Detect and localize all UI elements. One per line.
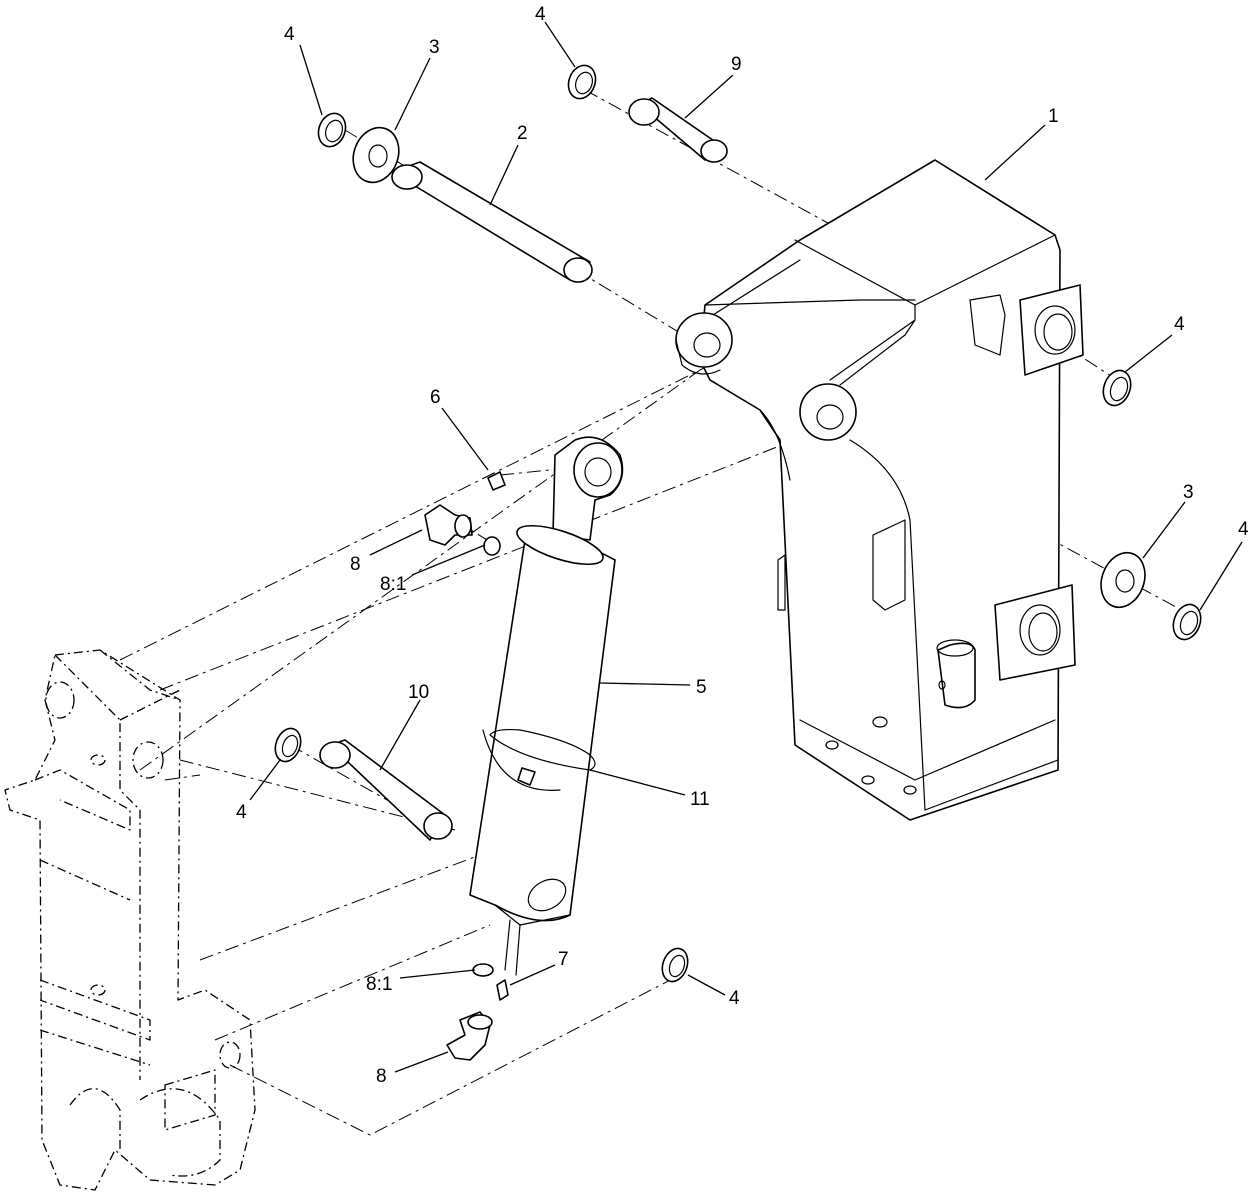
main-bracket-part-1	[675, 159, 1084, 821]
callout-10: 10	[408, 682, 429, 703]
o-ring-part-8-1-upper	[483, 536, 501, 556]
callout-2: 2	[517, 123, 528, 144]
callout-5: 5	[696, 677, 707, 698]
elbow-fitting-part-8-lower	[446, 1011, 493, 1061]
retaining-rings-part-4	[274, 64, 1202, 983]
callout-9: 9	[731, 54, 742, 75]
callout-labels: 4 3 2 4 9 1 4 6 8 8:1 3 4 10 5 4 11 7 8:…	[236, 4, 1249, 1087]
hydraulic-cylinder-part-5	[469, 436, 624, 976]
callout-8: 8	[376, 1066, 387, 1087]
callout-8-1: 8:1	[366, 974, 392, 995]
pin-part-2	[391, 161, 593, 283]
callout-3: 3	[1183, 482, 1194, 503]
elbow-fitting-part-8-upper	[424, 504, 473, 546]
pin-part-10	[319, 739, 453, 841]
washers-part-3	[352, 126, 1146, 609]
callout-11: 11	[690, 789, 710, 810]
callout-3: 3	[429, 37, 440, 58]
callout-4: 4	[1238, 519, 1249, 540]
grease-fitting-part-7	[496, 979, 509, 1001]
callout-7: 7	[558, 949, 569, 970]
callout-4: 4	[729, 988, 740, 1009]
callout-4: 4	[535, 4, 546, 25]
pin-part-9	[628, 97, 728, 163]
ghost-frame	[4, 649, 256, 1191]
callout-8-1: 8:1	[380, 574, 406, 595]
callout-1: 1	[1048, 106, 1059, 127]
callout-4: 4	[236, 802, 247, 823]
leader-lines	[249, 21, 1243, 1073]
cable-tie-part-11	[482, 728, 596, 791]
callout-4: 4	[1174, 314, 1185, 335]
callout-4: 4	[284, 24, 295, 45]
callout-6: 6	[430, 387, 441, 408]
callout-8: 8	[350, 554, 361, 575]
grease-fitting-part-6	[487, 471, 506, 491]
o-ring-part-8-1-lower	[472, 963, 494, 977]
